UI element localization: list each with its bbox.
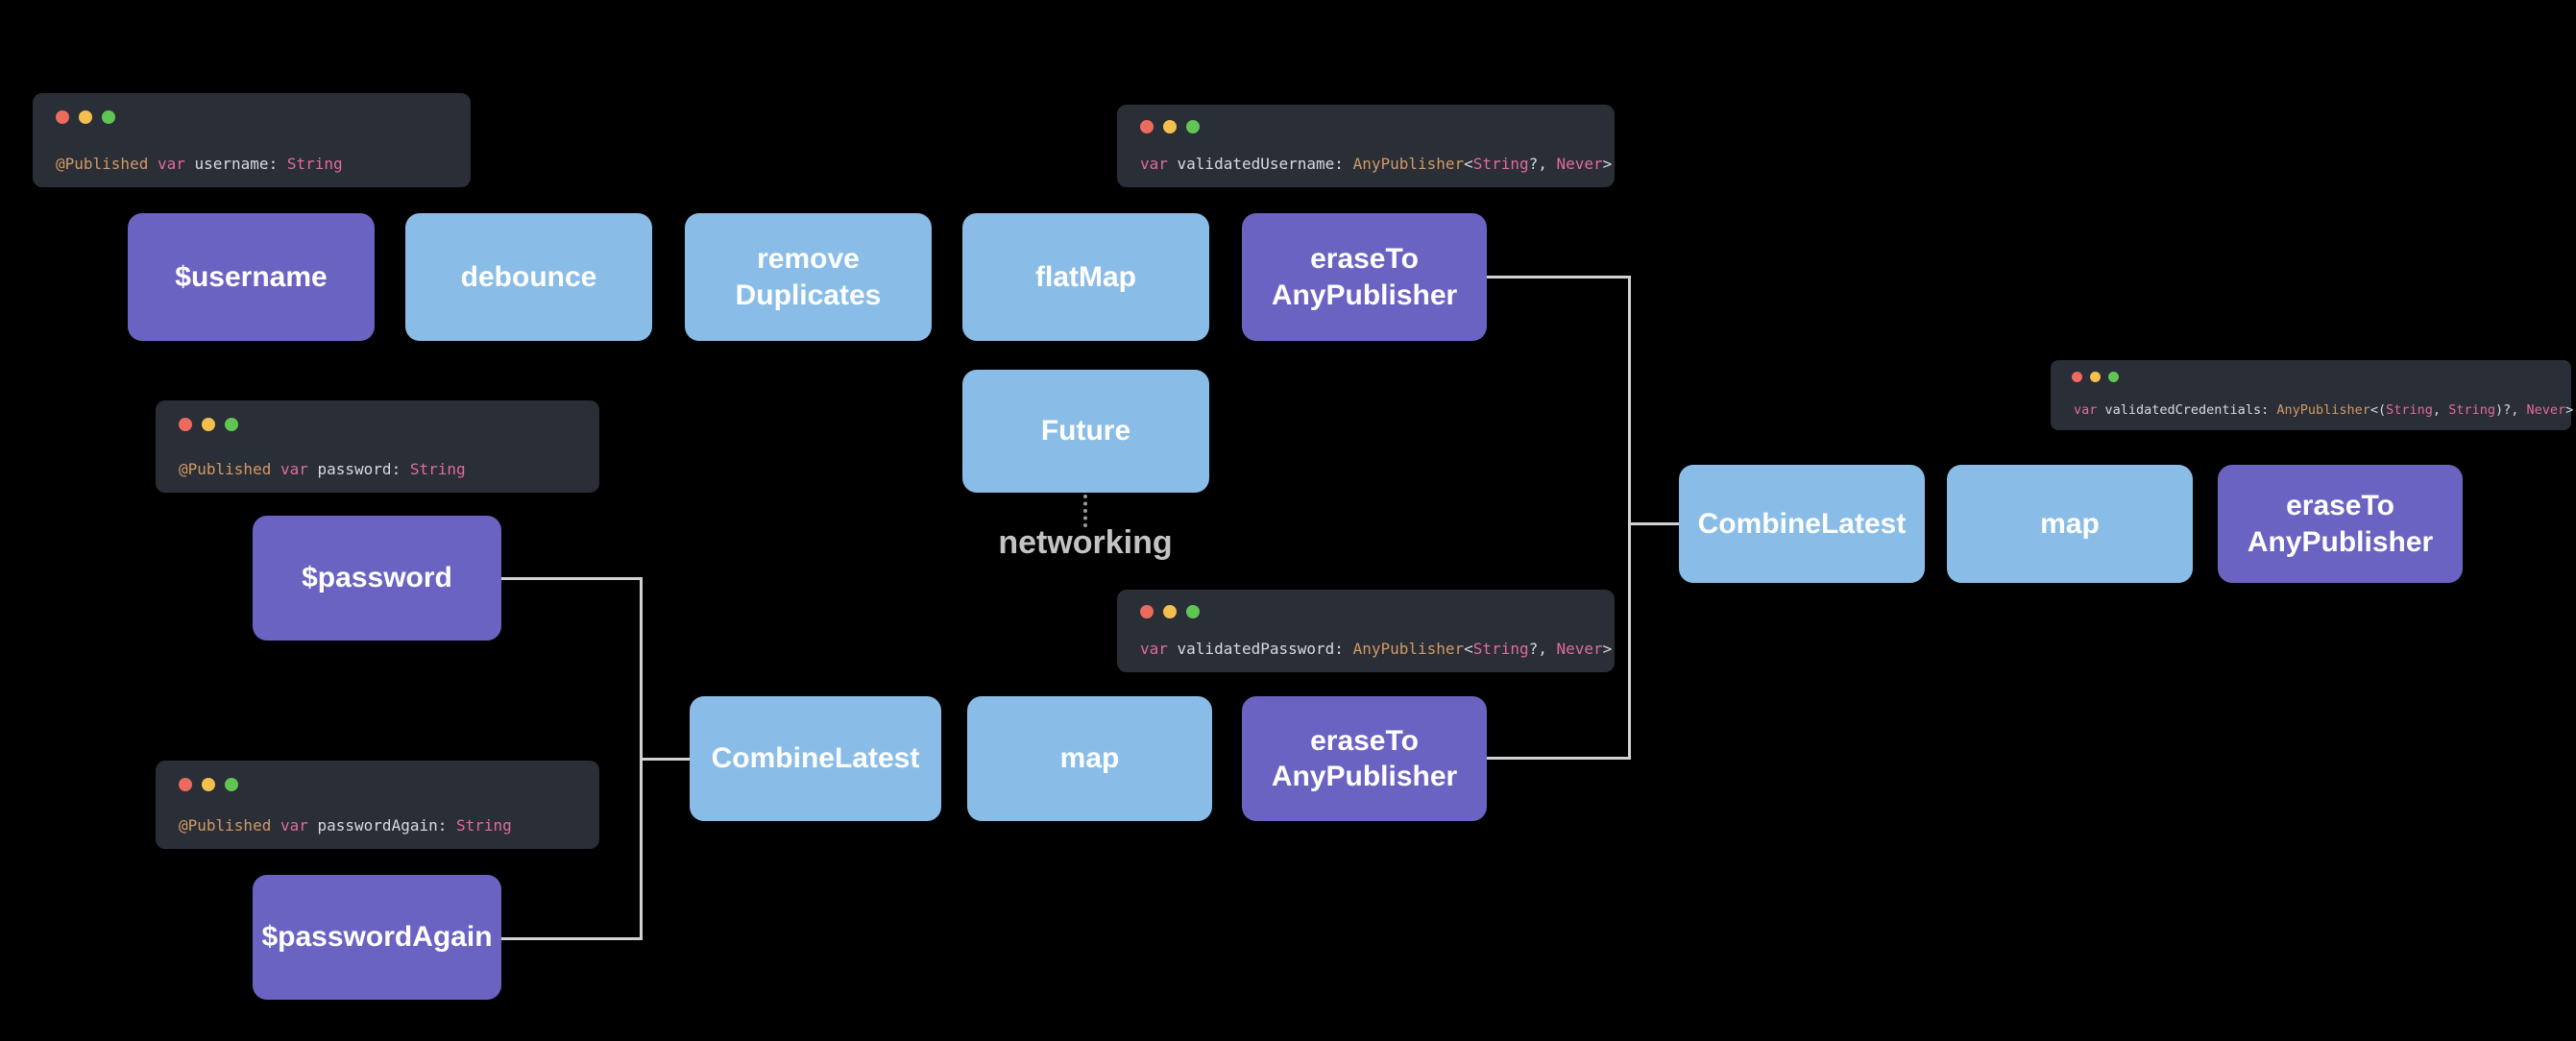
connector-password-bracket-line [640, 577, 643, 940]
code-token: <( [2369, 402, 2387, 418]
connector-credentials-input-line [1631, 522, 1679, 525]
close-icon [56, 110, 69, 124]
code-snippet-password-again: @Published var passwordAgain: String [156, 761, 599, 849]
connector-combine-latest-input-line [643, 758, 690, 761]
code-token: @Published [179, 816, 280, 835]
code-line: @Published var passwordAgain: String [179, 816, 512, 835]
code-token: AnyPublisher [1352, 155, 1465, 173]
node-combine-latest-password: CombineLatest [690, 696, 941, 821]
code-token: var [1140, 640, 1178, 658]
code-line: var validatedPassword: AnyPublisher<Stri… [1140, 640, 1612, 658]
code-snippet-password: @Published var password: String [156, 400, 599, 493]
node-erase-to-any-publisher-credentials: eraseTo AnyPublisher [2218, 465, 2463, 583]
close-icon [1140, 120, 1154, 133]
code-token: validatedPassword: [1177, 640, 1353, 658]
node-erase-to-any-publisher-password: eraseTo AnyPublisher [1242, 696, 1487, 821]
traffic-lights [1140, 605, 1200, 618]
connector-username-output-line [1487, 276, 1631, 278]
code-token: String [409, 460, 466, 478]
code-token: String [456, 816, 512, 835]
minimize-icon [1163, 605, 1177, 618]
code-token: Never [1556, 155, 1603, 173]
traffic-lights [179, 778, 238, 791]
code-line: var validatedCredentials: AnyPublisher<(… [2074, 402, 2573, 418]
minimize-icon [202, 778, 215, 791]
code-token: > [2565, 402, 2574, 418]
node-debounce-operator: debounce [405, 213, 652, 341]
code-token: @Published [56, 155, 158, 173]
code-snippet-validated-credentials: var validatedCredentials: AnyPublisher<(… [2051, 360, 2573, 430]
minimize-icon [1163, 120, 1177, 133]
close-icon [179, 778, 192, 791]
code-token: validatedUsername: [1177, 155, 1353, 173]
traffic-lights [2072, 372, 2119, 382]
code-token: String [2386, 402, 2433, 418]
code-line: var validatedUsername: AnyPublisher<Stri… [1140, 155, 1612, 173]
maximize-icon [102, 110, 115, 124]
code-snippet-validated-username: var validatedUsername: AnyPublisher<Stri… [1117, 105, 1615, 187]
code-token: var [279, 460, 318, 478]
node-flatmap-operator: flatMap [962, 213, 1209, 341]
code-token: var [279, 816, 318, 835]
code-token: username: [194, 155, 287, 173]
code-token: Never [1556, 640, 1603, 658]
minimize-icon [2090, 372, 2101, 382]
traffic-lights [56, 110, 115, 124]
code-token: String [1472, 640, 1529, 658]
code-token: String [1472, 155, 1529, 173]
connector-credentials-bracket-line [1628, 276, 1631, 760]
code-token: validatedCredentials: [2104, 402, 2277, 418]
code-token: var [2074, 402, 2105, 418]
code-token: )?, [2494, 402, 2527, 418]
node-combine-latest-credentials: CombineLatest [1679, 465, 1925, 583]
node-map-credentials: map [1947, 465, 2193, 583]
code-token: String [286, 155, 343, 173]
code-token: < [1464, 640, 1473, 658]
networking-dotted-line [1083, 495, 1087, 527]
code-token: password: [317, 460, 410, 478]
node-username-publisher: $username [128, 213, 375, 341]
code-token: ?, [1528, 155, 1557, 173]
node-future-publisher: Future [962, 370, 1209, 493]
code-token: var [157, 155, 195, 173]
traffic-lights [1140, 120, 1200, 133]
code-token: @Published [179, 460, 280, 478]
code-token: Never [2526, 402, 2566, 418]
close-icon [1140, 605, 1154, 618]
code-token: passwordAgain: [317, 816, 456, 835]
node-remove-duplicates-operator: remove Duplicates [685, 213, 932, 341]
code-token: , [2432, 402, 2449, 418]
node-password-again-publisher: $passwordAgain [253, 875, 501, 1000]
code-line: @Published var username: String [56, 155, 343, 173]
code-snippet-username: @Published var username: String [33, 93, 471, 187]
connector-password-output-line [1487, 757, 1628, 760]
maximize-icon [1186, 120, 1200, 133]
code-token: AnyPublisher [2276, 402, 2370, 418]
node-password-publisher: $password [253, 516, 501, 641]
code-snippet-validated-password: var validatedPassword: AnyPublisher<Stri… [1117, 590, 1615, 672]
connector-password-publisher-line [501, 577, 643, 580]
node-erase-to-any-publisher-username: eraseTo AnyPublisher [1242, 213, 1487, 341]
code-token: var [1140, 155, 1178, 173]
minimize-icon [79, 110, 92, 124]
minimize-icon [202, 418, 215, 431]
close-icon [2072, 372, 2082, 382]
close-icon [179, 418, 192, 431]
code-token: > [1602, 155, 1613, 173]
code-token: ?, [1528, 640, 1557, 658]
traffic-lights [179, 418, 238, 431]
maximize-icon [225, 778, 238, 791]
maximize-icon [1186, 605, 1200, 618]
code-token: String [2448, 402, 2495, 418]
maximize-icon [225, 418, 238, 431]
code-token: < [1464, 155, 1473, 173]
maximize-icon [2108, 372, 2119, 382]
code-token: AnyPublisher [1352, 640, 1465, 658]
code-token: > [1602, 640, 1613, 658]
networking-label: networking [998, 524, 1173, 561]
connector-password-again-line [501, 937, 643, 940]
node-map-password: map [967, 696, 1212, 821]
code-line: @Published var password: String [179, 460, 466, 478]
